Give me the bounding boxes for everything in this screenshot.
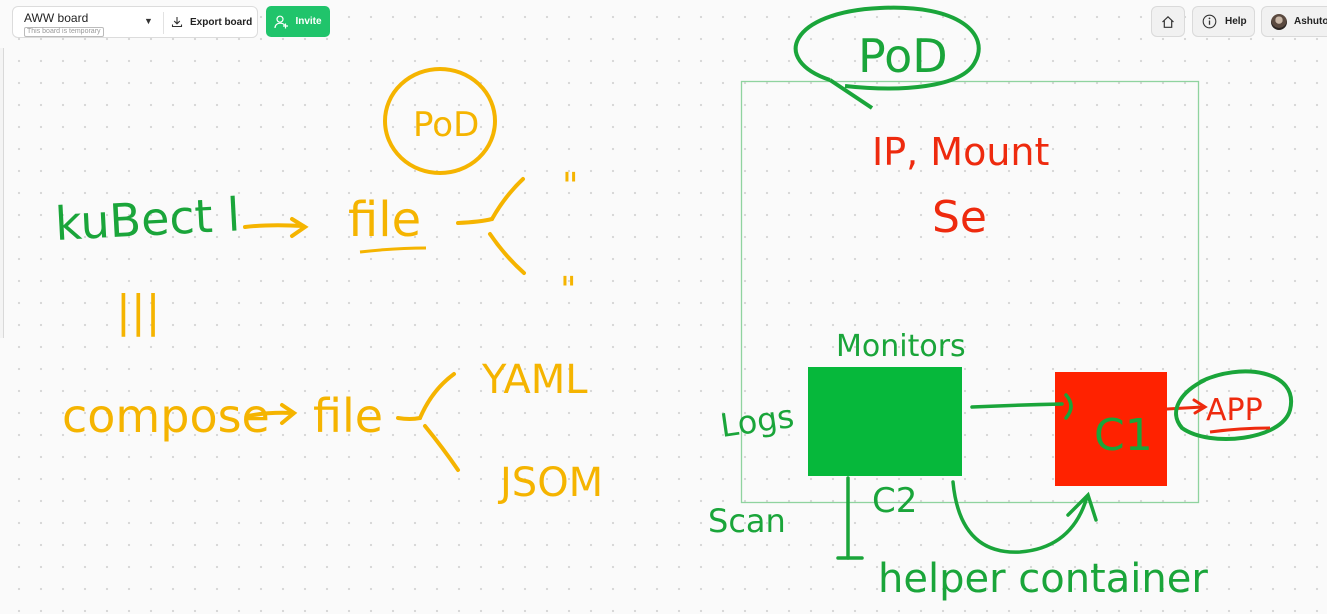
invite-button[interactable]: Invite (266, 6, 330, 37)
branch-file-1 (456, 177, 526, 275)
kubectl-text: kuBect l (54, 187, 242, 251)
se-text: Se (932, 192, 987, 243)
branch-file-2 (396, 372, 460, 472)
c1-label: C1 (1094, 410, 1153, 461)
chevron-down-icon[interactable]: ▼ (144, 16, 153, 26)
user-menu-button[interactable]: Ashutos (1261, 6, 1327, 37)
arrow-c1-to-app (1165, 398, 1208, 415)
board-selector[interactable]: AWW board This board is temporary ▼ Expo… (12, 6, 258, 38)
file-text-1: file (348, 192, 421, 248)
pod-big-text: PoD (858, 29, 948, 83)
pod-small-circle (383, 67, 497, 175)
app-circle (1174, 369, 1294, 441)
container-c1-box (1055, 372, 1167, 486)
add-user-icon (274, 15, 289, 28)
left-toolbar-edge[interactable] (0, 48, 4, 338)
json-text: JSOM (497, 460, 603, 506)
c2-label: C2 (872, 481, 917, 521)
avatar (1271, 13, 1287, 30)
help-label: Help (1225, 16, 1247, 27)
scan-text: Scan (708, 502, 786, 540)
file-text-2: file (313, 389, 383, 443)
toolbar-divider (163, 12, 164, 34)
arrow-kubectl-to-file (243, 217, 309, 238)
quote-top: " (562, 166, 579, 207)
user-name: Ashutos (1294, 16, 1327, 27)
export-board-button[interactable]: Export board (171, 9, 252, 35)
ip-mount-text: IP, Mount (872, 130, 1049, 174)
invite-label: Invite (295, 16, 322, 27)
home-button[interactable] (1151, 6, 1185, 37)
download-icon (171, 17, 183, 28)
helper-connector (836, 476, 864, 560)
help-button[interactable]: Help (1192, 6, 1255, 37)
compose-text: compose (62, 389, 270, 443)
monitors-text: Monitors (836, 329, 966, 364)
app-underline (1209, 426, 1271, 434)
file-underline (359, 246, 427, 254)
pod-frame (740, 80, 1200, 504)
logs-text: Logs (718, 397, 796, 445)
arrow-c2-to-c1 (970, 393, 1073, 420)
quote-bottom: " (560, 270, 577, 311)
arrow-compose-to-file (246, 403, 298, 425)
yaml-text: YAML (481, 357, 588, 403)
app-text: APP (1206, 393, 1263, 428)
arrow-helper-to-c1 (951, 480, 1098, 554)
pipes-text: ||| (116, 286, 160, 337)
export-board-label: Export board (190, 16, 253, 28)
home-icon (1162, 15, 1174, 28)
pod-big-tail (828, 78, 874, 110)
helper-container-text: helper container (878, 556, 1208, 602)
container-c2-box (808, 367, 962, 476)
board-name: AWW board (24, 11, 89, 25)
pod-big-circle (793, 5, 981, 91)
pod-small-text: PoD (413, 105, 479, 145)
temporary-board-badge: This board is temporary (24, 27, 104, 37)
info-icon (1202, 14, 1217, 29)
